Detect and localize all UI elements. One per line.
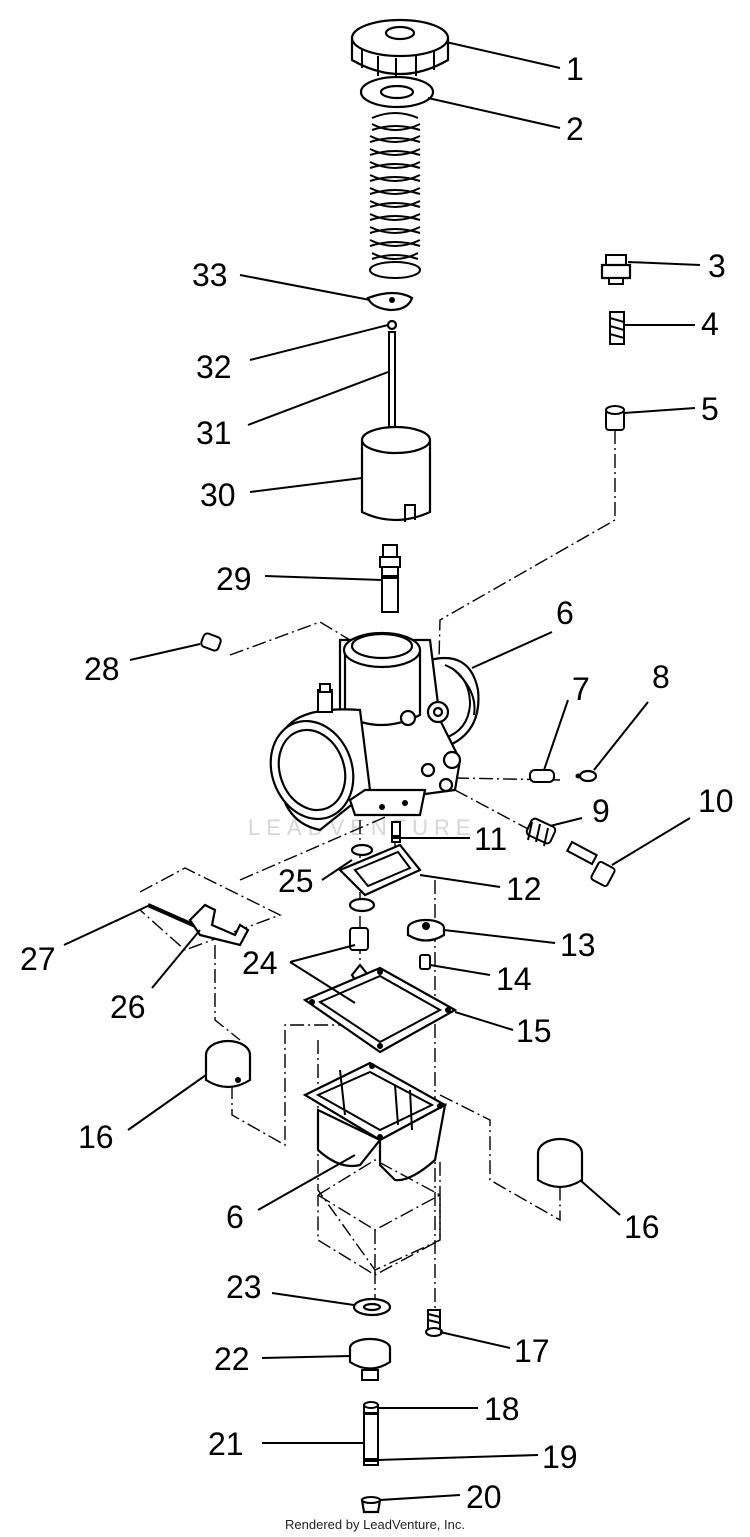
callout-22: 22 xyxy=(214,1341,250,1377)
part-14-jet xyxy=(419,954,431,970)
part-8-screw xyxy=(575,769,598,783)
part-26-float-arm xyxy=(188,903,250,947)
part-30-throttle-slide xyxy=(360,425,432,522)
part-23-washer xyxy=(352,1297,392,1317)
callout-17: 17 xyxy=(514,1333,550,1369)
part-27-pin xyxy=(147,903,201,930)
part-9-spring xyxy=(525,817,557,847)
leader-lines xyxy=(63,41,701,1501)
part-33-clip xyxy=(366,291,414,312)
callout-3: 3 xyxy=(708,248,726,284)
part-32-e-clip xyxy=(386,319,398,331)
callout-12: 12 xyxy=(506,871,542,907)
callout-4: 4 xyxy=(701,306,719,342)
callout-15: 15 xyxy=(516,1013,552,1049)
part-28-cap xyxy=(200,632,222,652)
part-1-cap xyxy=(350,18,450,78)
part-15-gasket xyxy=(302,966,458,1054)
callout-14: 14 xyxy=(496,961,532,997)
callout-numbers: 1 2 3 4 5 6 7 8 9 10 11 12 13 14 15 16 1… xyxy=(20,51,734,1515)
watermark: LEADVENTURE xyxy=(248,815,477,840)
part-13-diaphragm xyxy=(406,918,446,942)
callout-23: 23 xyxy=(226,1269,262,1305)
carburetor-body xyxy=(269,631,480,832)
part-20-jet xyxy=(360,1496,382,1514)
callout-19: 19 xyxy=(542,1439,578,1475)
callout-20: 20 xyxy=(466,1479,502,1515)
callout-26: 26 xyxy=(110,989,146,1025)
callout-5: 5 xyxy=(701,391,719,427)
part-31-needle xyxy=(388,331,396,440)
spring xyxy=(369,112,421,279)
footer-credit: Rendered by LeadVenture, Inc. xyxy=(285,1517,465,1532)
part-22-main-jet-holder xyxy=(348,1337,392,1381)
callout-28: 28 xyxy=(84,651,120,687)
callout-10: 10 xyxy=(698,783,734,819)
part-2-washer xyxy=(359,75,435,109)
part-12-plate xyxy=(338,843,422,897)
part-6-float-bowl xyxy=(302,1061,448,1182)
callout-31: 31 xyxy=(196,415,232,451)
part-7-spring xyxy=(529,769,555,783)
callout-13: 13 xyxy=(560,927,596,963)
callout-33: 33 xyxy=(192,257,228,293)
callout-8: 8 xyxy=(652,659,670,695)
part-25-o-ring xyxy=(348,843,376,913)
part-21-tube xyxy=(363,1401,379,1466)
callout-7: 7 xyxy=(572,671,590,707)
callout-11: 11 xyxy=(474,821,507,857)
callout-18: 18 xyxy=(484,1391,520,1427)
callout-6-bowl: 6 xyxy=(226,1199,244,1235)
callout-9: 9 xyxy=(592,793,610,829)
part-5-nut xyxy=(605,405,625,431)
callout-32: 32 xyxy=(196,349,232,385)
part-17-screw xyxy=(425,1309,443,1337)
part-4-spring xyxy=(609,311,625,345)
callout-25: 25 xyxy=(278,863,314,899)
callout-6-top: 6 xyxy=(556,595,574,631)
callout-16-left: 16 xyxy=(78,1119,114,1155)
part-16-float-left xyxy=(204,1039,252,1089)
callout-24: 24 xyxy=(242,945,278,981)
callout-27: 27 xyxy=(20,941,56,977)
part-10-screw xyxy=(565,840,616,887)
part-16-float-right xyxy=(536,1137,584,1189)
callout-1: 1 xyxy=(566,51,584,87)
bowl-projection-box xyxy=(317,1159,441,1276)
callout-29: 29 xyxy=(216,561,252,597)
callout-16-right: 16 xyxy=(624,1209,660,1245)
part-3-adjuster xyxy=(600,254,632,285)
callout-21: 21 xyxy=(208,1426,244,1462)
callout-2: 2 xyxy=(566,111,584,147)
part-29-needle-jet xyxy=(379,544,401,613)
part-11-pin xyxy=(391,821,401,843)
callout-30: 30 xyxy=(200,477,236,513)
